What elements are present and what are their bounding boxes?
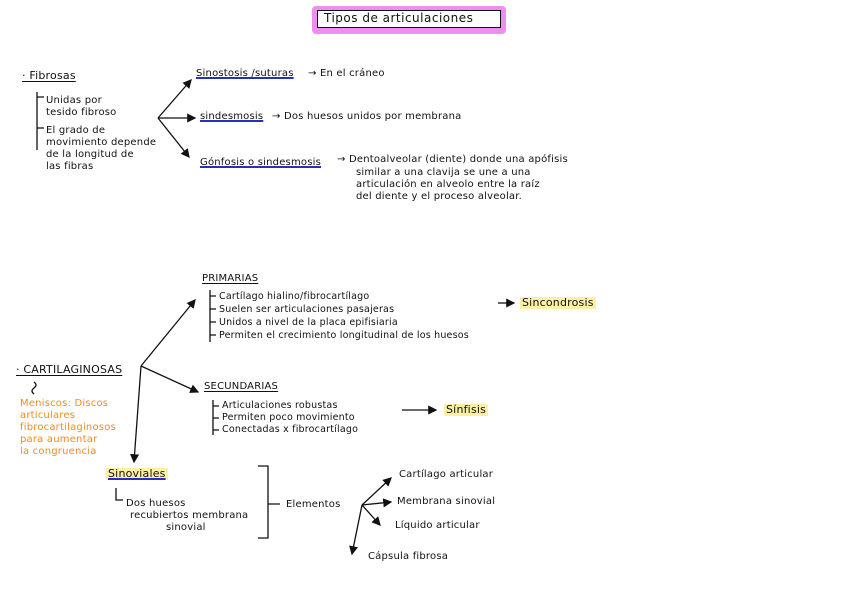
sinoviales-heading: Sinoviales xyxy=(106,467,168,480)
gonfosis-desc: → Dentoalveolar (diente) donde una apófi… xyxy=(337,154,568,165)
elemento-membrana: Membrana sinovial xyxy=(397,496,496,507)
meniscos-line: para aumentar xyxy=(20,434,98,445)
primarias-item: Unidos a nivel de la placa epifisiaria xyxy=(219,317,398,328)
fibrosas-note: El grado de xyxy=(46,125,106,136)
sinoviales-close-bracket xyxy=(258,465,280,539)
sinoviales-desc: Dos huesos recubiertos membrana sinovial xyxy=(126,498,248,534)
sinfisis-result: Sínfisis xyxy=(444,403,489,416)
meniscos-line: fibrocartilaginosos xyxy=(20,422,116,433)
fibrosas-note: tesido fibroso xyxy=(46,107,117,118)
secundarias-item: Conectadas x fibrocartílago xyxy=(222,424,359,435)
gonfosis-desc-line: similar a una clavija se une a una xyxy=(356,167,531,178)
gonfosis-desc-line: del diente y el proceso alveolar. xyxy=(356,191,523,202)
elemento-cartilago: Cartílago articular xyxy=(399,469,494,480)
primarias-item: Suelen ser articulaciones pasajeras xyxy=(219,304,395,315)
primarias-bracket xyxy=(209,290,216,342)
sinoviales-desc-line: sinovial xyxy=(166,522,206,533)
arrow-sinoviales xyxy=(130,365,142,464)
elementos-label: Elementos xyxy=(286,499,341,510)
arrow-liquido xyxy=(361,504,381,526)
meniscos-note: Meniscos: Discos articulares fibrocartil… xyxy=(20,398,116,458)
secundarias-label: SECUNDARIAS xyxy=(204,381,279,392)
primarias-label: PRIMARIAS xyxy=(202,273,259,284)
sinoviales-bracket xyxy=(115,488,123,501)
meniscos-line: la congruencia xyxy=(20,446,97,457)
gonfosis-term: Gónfosis o sindesmosis xyxy=(200,157,322,168)
sinoviales-desc-line: recubiertos membrana xyxy=(130,510,249,521)
fibrosas-heading: · Fibrosas xyxy=(22,69,76,82)
arrow-capsula xyxy=(349,504,363,556)
secundarias-bracket xyxy=(212,400,219,435)
secundarias-item: Permiten poco movimiento xyxy=(222,412,355,423)
primarias-item: Permiten el crecimiento longitudinal de … xyxy=(219,330,469,341)
elemento-liquido: Líquido articular xyxy=(395,520,480,531)
fibrosas-note: movimiento depende xyxy=(46,137,157,148)
title-frame: Tipos de articulaciones xyxy=(312,6,506,34)
cartilaginosas-heading: · CARTILAGINOSAS xyxy=(16,363,123,376)
fibrosas-notes: Unidas por tesido fibroso El grado de mo… xyxy=(46,95,156,173)
sindesmosis-desc: → Dos huesos unidos por membrana xyxy=(272,111,462,122)
gonfosis-desc-line: articulación en alveolo entre la raíz xyxy=(356,179,540,190)
arrow-gonfosis xyxy=(157,117,190,159)
meniscos-squiggle xyxy=(31,381,37,395)
arrow-membrana xyxy=(361,498,393,508)
sinoviales-desc-line: Dos huesos xyxy=(126,498,186,509)
secundarias-item: Articulaciones robustas xyxy=(222,400,338,411)
fibrosas-bracket xyxy=(36,92,44,150)
gonfosis-desc-more: similar a una clavija se une a una artic… xyxy=(356,167,540,203)
arrow-secundarias xyxy=(140,365,200,393)
arrow-sinostosis xyxy=(157,79,192,119)
sindesmosis-term: sindesmosis xyxy=(200,111,264,122)
fibrosas-note: Unidas por xyxy=(46,95,102,106)
meniscos-line: articulares xyxy=(20,410,76,421)
page-title: Tipos de articulaciones xyxy=(317,10,501,28)
primarias-list: Cartílago hialino/fibrocartílago Suelen … xyxy=(219,290,469,342)
sincondrosis-result: Sincondrosis xyxy=(520,296,596,309)
arrow-cartilago xyxy=(361,477,392,506)
fibrosas-note: de la longitud de xyxy=(46,149,134,160)
primarias-item: Cartílago hialino/fibrocartílago xyxy=(219,291,370,302)
meniscos-line: Meniscos: Discos xyxy=(20,398,109,409)
secundarias-list: Articulaciones robustas Permiten poco mo… xyxy=(222,400,358,436)
elemento-capsula: Cápsula fibrosa xyxy=(368,551,449,562)
arrow-primarias xyxy=(140,298,196,367)
sinostosis-term: Sinostosis /suturas xyxy=(196,68,294,79)
fibrosas-note: las fibras xyxy=(46,161,94,172)
sinostosis-desc: → En el cráneo xyxy=(308,68,385,79)
